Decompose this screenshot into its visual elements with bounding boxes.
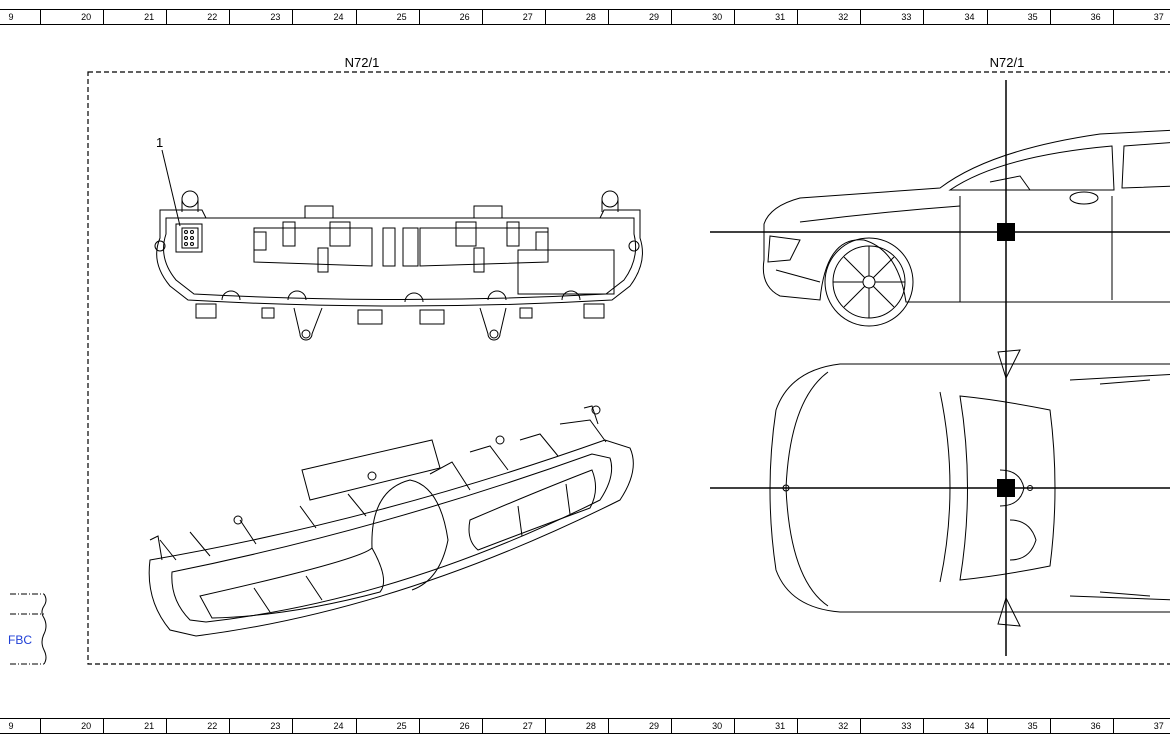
ruler-divider	[1112, 10, 1114, 24]
ruler-number: 36	[1090, 721, 1101, 731]
ruler-divider	[1049, 10, 1051, 24]
ruler-number: 28	[585, 12, 596, 22]
ruler-number: 23	[270, 721, 281, 731]
bottom-grid-ruler: 9 20 21 22 23 24 25 26 27 28 29 30 31 32 33 34 35 36 37	[0, 718, 1170, 734]
ruler-divider	[671, 10, 672, 24]
ruler-divider	[1112, 719, 1114, 733]
ruler-divider	[166, 719, 168, 733]
ruler-divider	[797, 719, 799, 733]
ruler-divider	[481, 719, 483, 733]
ruler-number: 29	[648, 12, 659, 22]
ruler-number: 21	[144, 721, 155, 731]
fbc-reference-box[interactable]	[10, 593, 47, 665]
ruler-divider	[860, 719, 862, 733]
ruler-divider	[292, 719, 294, 733]
ruler-divider	[734, 719, 736, 733]
ruler-divider	[544, 10, 546, 24]
location-marker-top	[997, 479, 1015, 497]
ruler-number: 28	[585, 721, 596, 731]
ruler-number: 9	[8, 721, 14, 731]
location-marker-side	[997, 223, 1015, 241]
ruler-number: 33	[901, 721, 912, 731]
ruler-divider	[355, 719, 357, 733]
fbc-reference-label[interactable]: FBC	[8, 633, 32, 647]
component-label-left: N72/1	[345, 55, 380, 70]
control-unit-front-view	[154, 190, 643, 341]
ruler-number: 24	[333, 721, 344, 731]
ruler-divider	[607, 719, 609, 733]
ruler-divider	[418, 719, 420, 733]
ruler-number: 21	[144, 12, 155, 22]
ruler-number: 32	[838, 12, 849, 22]
ruler-number: 20	[81, 12, 92, 22]
ruler-divider	[544, 719, 546, 733]
ruler-divider	[103, 719, 105, 733]
ruler-number: 34	[964, 12, 975, 22]
control-unit-perspective-view	[148, 405, 634, 637]
ruler-number: 30	[712, 12, 723, 22]
ruler-number: 31	[775, 12, 786, 22]
ruler-number: 22	[207, 12, 218, 22]
location-crosshair	[710, 80, 1170, 656]
callout-number-1: 1	[156, 135, 163, 150]
ruler-divider	[40, 10, 41, 24]
ruler-number: 37	[1153, 721, 1164, 731]
component-label-right: N72/1	[990, 55, 1025, 70]
ruler-number: 25	[396, 721, 407, 731]
ruler-number: 32	[838, 721, 849, 731]
ruler-divider	[229, 10, 231, 24]
ruler-number: 35	[1027, 12, 1038, 22]
ruler-number: 30	[712, 721, 723, 731]
ruler-divider	[671, 719, 672, 733]
ruler-divider	[797, 10, 799, 24]
ruler-divider	[1049, 719, 1051, 733]
vehicle-side-view	[762, 129, 1170, 327]
ruler-number: 23	[270, 12, 281, 22]
ruler-number: 29	[648, 721, 659, 731]
ruler-divider	[923, 719, 925, 733]
component-frame	[87, 71, 1170, 665]
ruler-number: 26	[459, 12, 470, 22]
ruler-divider	[103, 10, 105, 24]
ruler-divider	[418, 10, 420, 24]
ruler-divider	[986, 719, 988, 733]
callout-leader-line	[161, 149, 181, 227]
ruler-number: 20	[81, 721, 92, 731]
ruler-number: 33	[901, 12, 912, 22]
ruler-divider	[481, 10, 483, 24]
ruler-divider	[734, 10, 736, 24]
ruler-number: 36	[1090, 12, 1101, 22]
ruler-number: 35	[1027, 721, 1038, 731]
ruler-divider	[292, 10, 294, 24]
ruler-divider	[40, 719, 41, 733]
ruler-divider	[355, 10, 357, 24]
ruler-number: 37	[1153, 12, 1164, 22]
ruler-number: 31	[775, 721, 786, 731]
ruler-number: 9	[8, 12, 14, 22]
ruler-divider	[986, 10, 988, 24]
top-grid-ruler: 9 20 21 22 23 24 25 26 27 28 29 30 31 32 33 34 35 36 37	[0, 9, 1170, 25]
ruler-number: 22	[207, 721, 218, 731]
ruler-number: 27	[522, 721, 533, 731]
ruler-number: 34	[964, 721, 975, 731]
ruler-divider	[166, 10, 168, 24]
ruler-divider	[229, 719, 231, 733]
ruler-divider	[923, 10, 925, 24]
ruler-number: 25	[396, 12, 407, 22]
ruler-number: 27	[522, 12, 533, 22]
ruler-number: 24	[333, 12, 344, 22]
ruler-divider	[607, 10, 609, 24]
ruler-number: 26	[459, 721, 470, 731]
ruler-divider	[860, 10, 862, 24]
